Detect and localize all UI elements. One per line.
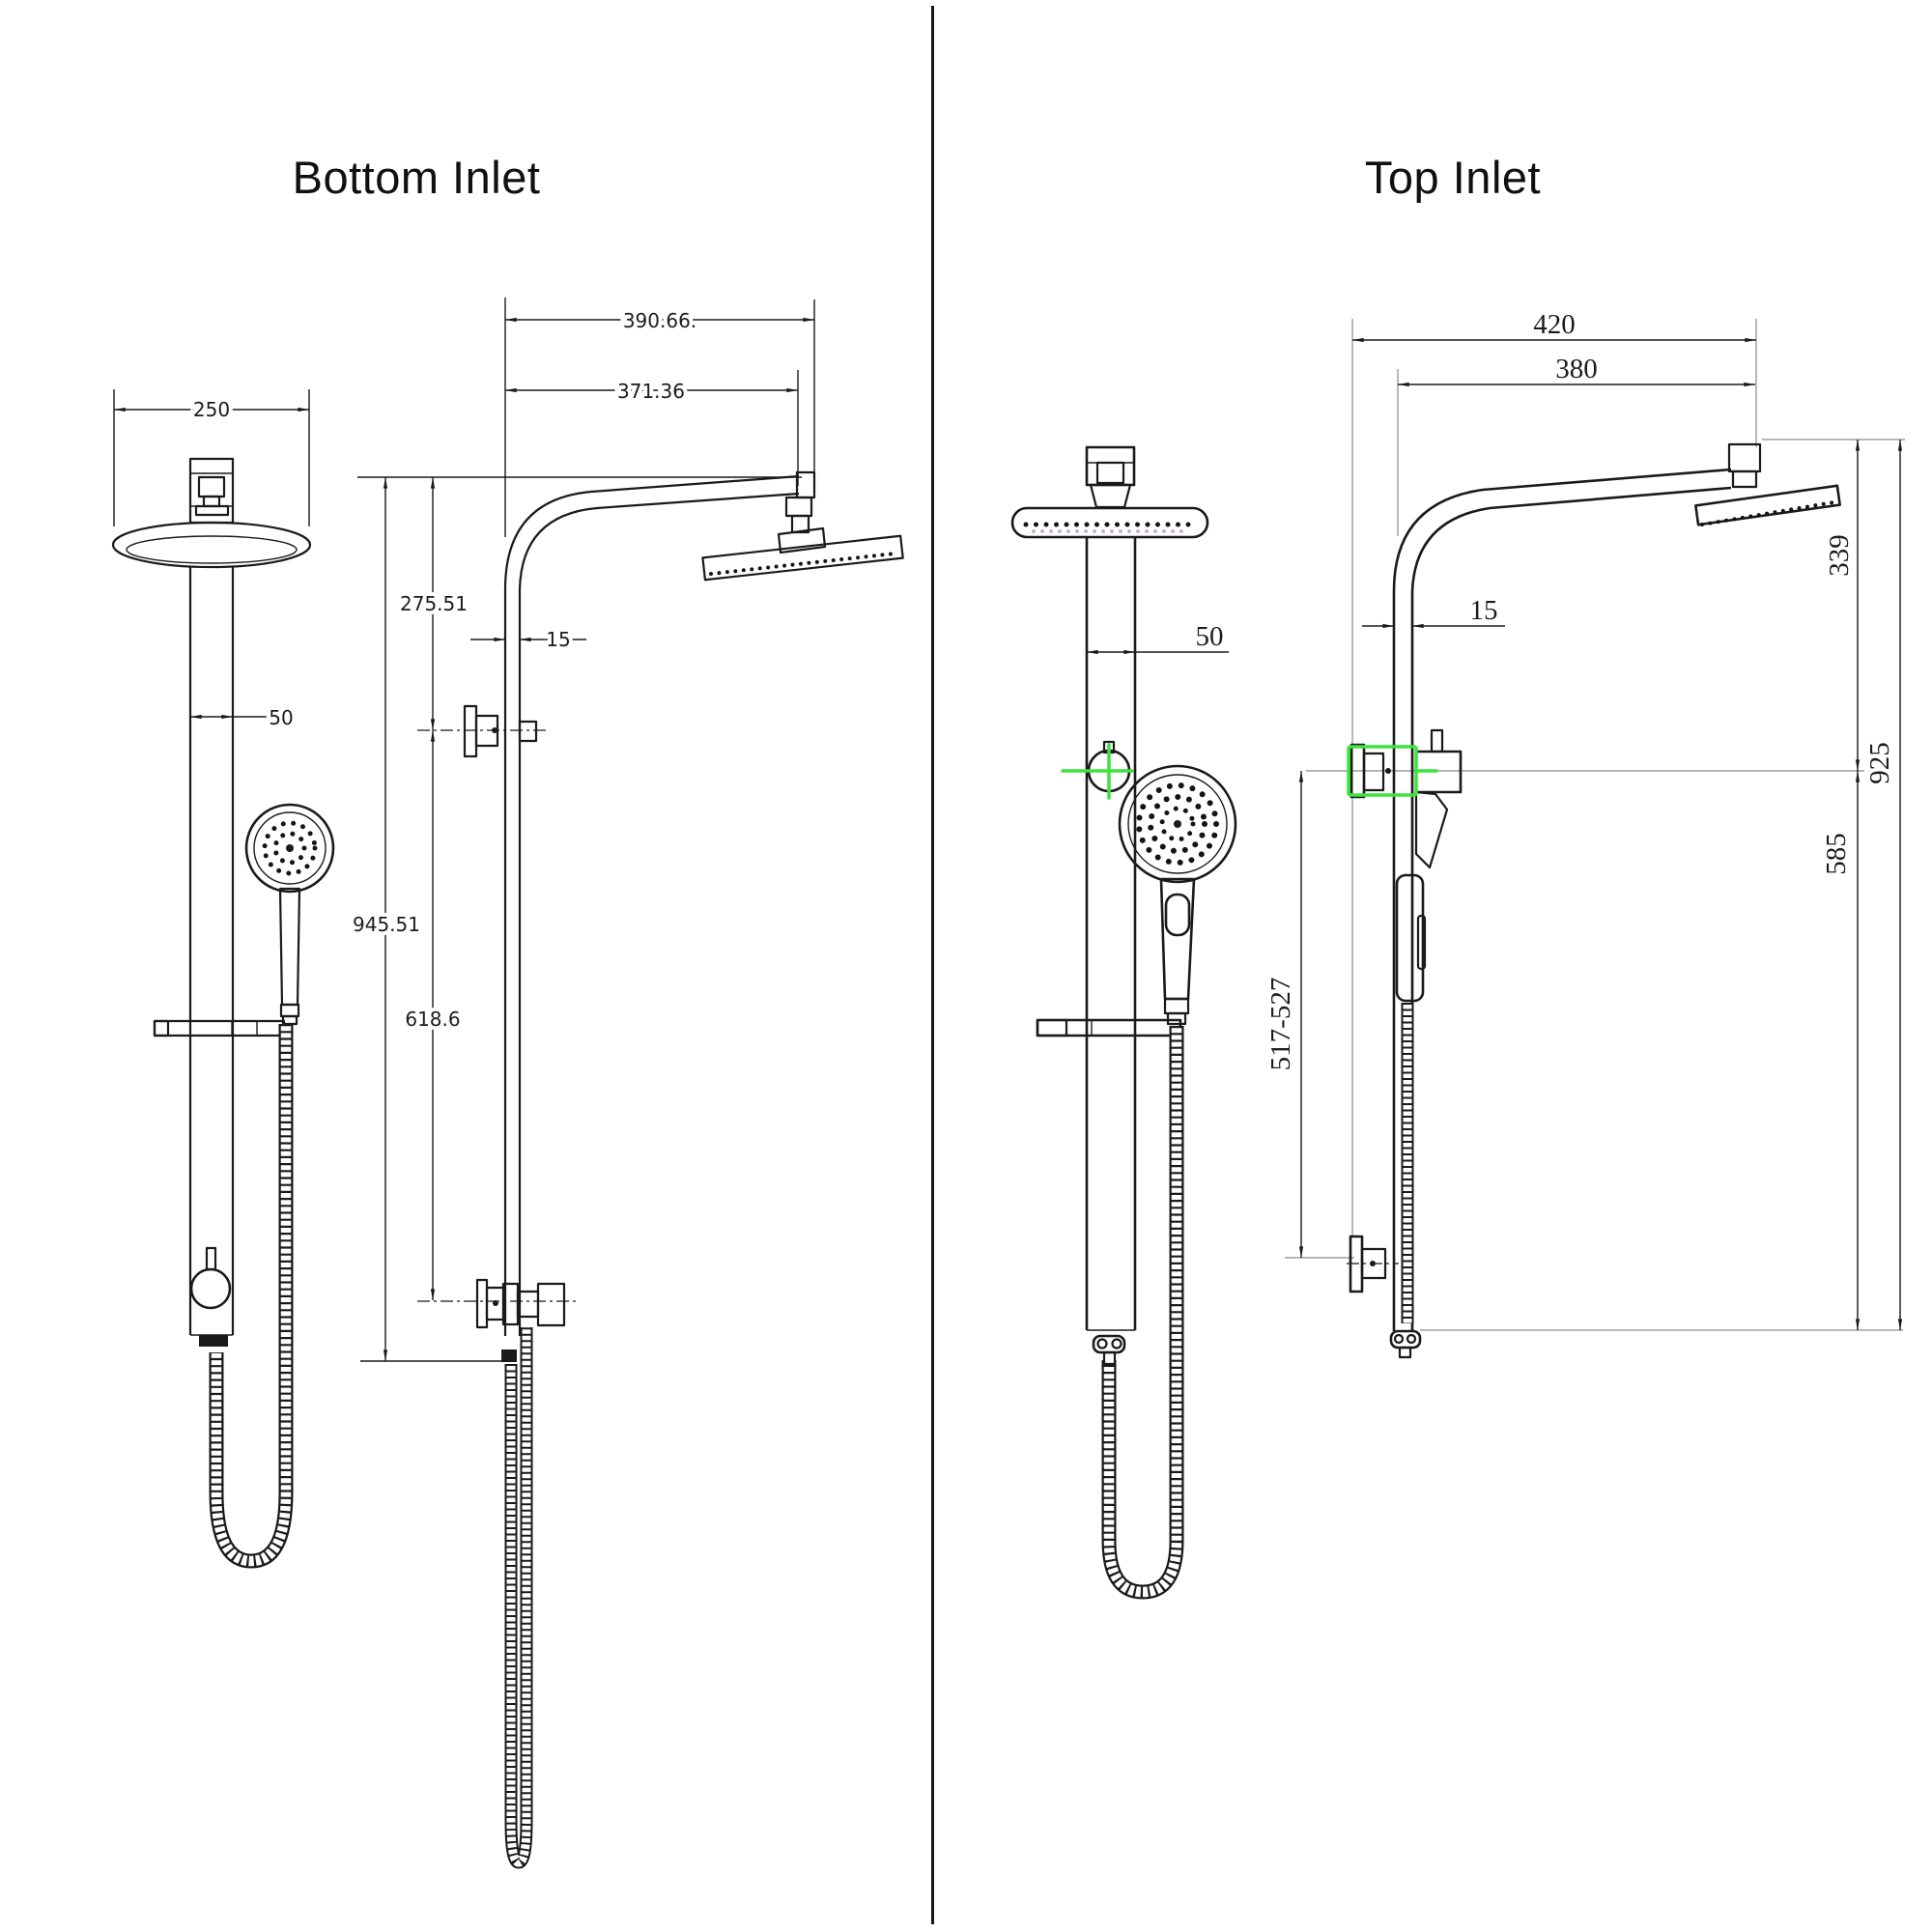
dim-overall-height-left: 945.51	[349, 477, 424, 1361]
head-joint-side	[1694, 442, 1841, 526]
dim-label-pipe-width-right: 15	[1470, 595, 1498, 626]
shower-hose	[209, 1024, 294, 1569]
dim-arm-reach-inner: 371.36	[505, 370, 799, 486]
soap-shelf	[153, 1019, 286, 1037]
dim-label-head-drop: 339	[1824, 534, 1855, 577]
diverter-knob	[189, 1246, 232, 1310]
panel-divider	[931, 6, 934, 1924]
top-inlet-bracket-side	[1350, 728, 1463, 869]
bottom-inlet-drawing: 250 50 390.66. 371.36	[111, 298, 904, 1869]
dim-bracket-to-inlet: 618.6	[401, 730, 465, 1300]
dim-arm-reach-outer: 420	[1352, 305, 1756, 344]
dim-label-inlet-to-bottom: 585	[1821, 833, 1852, 875]
right-panel-title: Top Inlet	[1364, 152, 1542, 203]
hose-outlet-connector	[1092, 1334, 1126, 1366]
left-panel-title: Bottom Inlet	[292, 152, 541, 203]
dim-label-overall-height-right: 925	[1864, 742, 1895, 784]
dim-label-bracket-range: 517-527	[1265, 978, 1296, 1071]
hose-outlet-connector	[199, 1335, 228, 1347]
dim-head-drop: 339	[1820, 440, 1861, 771]
dim-label-arm-reach-inner: 371.36	[617, 380, 685, 403]
shower-hose	[1101, 1026, 1184, 1600]
bottom-inlet-front-view	[111, 457, 335, 1569]
dim-arm-reach-outer: 390.66.	[504, 298, 815, 537]
dim-pipe-width-right: 15	[1362, 591, 1505, 630]
dim-label-arm-reach-outer: 420	[1533, 309, 1576, 340]
shower-rail	[188, 566, 235, 1336]
inlet-crosshair-marker	[1061, 743, 1134, 800]
bottom-inlet-dimensions: 250 50 390.66. 371.36	[113, 298, 815, 1361]
dim-top-to-bracket: 275.51	[396, 477, 471, 730]
top-inlet-mount	[1085, 445, 1136, 509]
hand-shower-mode-button	[1164, 893, 1191, 937]
dim-overall-height-right: 925	[1861, 440, 1903, 1330]
shower-hose-side	[504, 1327, 533, 1869]
inlet-highlight-box	[1347, 745, 1438, 797]
rain-shower-head-edge	[1010, 506, 1209, 539]
dim-label-arm-reach-outer: 390.66.	[623, 309, 696, 332]
dim-label-rail-offset: 50	[1196, 621, 1224, 652]
top-inlet-drawing: 420 380 50 15 339	[1010, 305, 1905, 1600]
rain-shower-head	[111, 521, 312, 569]
head-joint-side	[701, 470, 904, 582]
hose-connector-side	[1389, 1329, 1422, 1359]
lower-wall-bracket-side	[1347, 1235, 1399, 1293]
dim-label-rail-offset: 50	[269, 706, 293, 729]
dim-label-pipe-width-left: 15	[546, 628, 570, 651]
top-inlet-side-view	[1347, 442, 1841, 1359]
dim-label-bracket-to-inlet: 618.6	[405, 1008, 460, 1031]
dim-arm-reach-inner: 380	[1398, 350, 1755, 388]
dim-bracket-range: 517-527	[1262, 771, 1304, 1258]
hose-nut	[501, 1350, 517, 1362]
reference-lines	[1285, 319, 1905, 1331]
dim-label-head-diameter: 250	[193, 398, 230, 421]
bottom-inlet-side-view	[357, 470, 904, 1869]
shower-rail	[1085, 537, 1137, 1331]
dim-label-arm-reach-inner: 380	[1555, 354, 1598, 384]
top-inlet-front-view	[1010, 445, 1237, 1600]
dim-pipe-width-left: 15	[470, 624, 586, 655]
dim-label-overall-height-left: 945.51	[353, 913, 420, 936]
soap-shelf	[1036, 1018, 1182, 1037]
bottom-inlet-assembly-side	[417, 1278, 580, 1329]
hand-shower-side	[1395, 873, 1427, 1003]
dim-head-diameter: 250	[113, 389, 310, 526]
gooseneck-pipe	[1392, 468, 1732, 1331]
upper-wall-bracket-side	[417, 704, 548, 758]
hand-shower	[1118, 764, 1237, 1026]
hand-shower	[244, 803, 335, 1026]
dim-label-top-to-bracket: 275.51	[400, 592, 468, 615]
dim-inlet-to-bottom: 585	[1817, 771, 1861, 1330]
wall-mount-bracket	[188, 457, 235, 525]
dim-rail-offset: 50	[1087, 617, 1229, 656]
top-inlet-dimensions: 420 380 50 15 339	[1087, 305, 1903, 1330]
gooseneck-pipe	[503, 474, 800, 1336]
dim-rail-offset: 50	[190, 702, 298, 733]
